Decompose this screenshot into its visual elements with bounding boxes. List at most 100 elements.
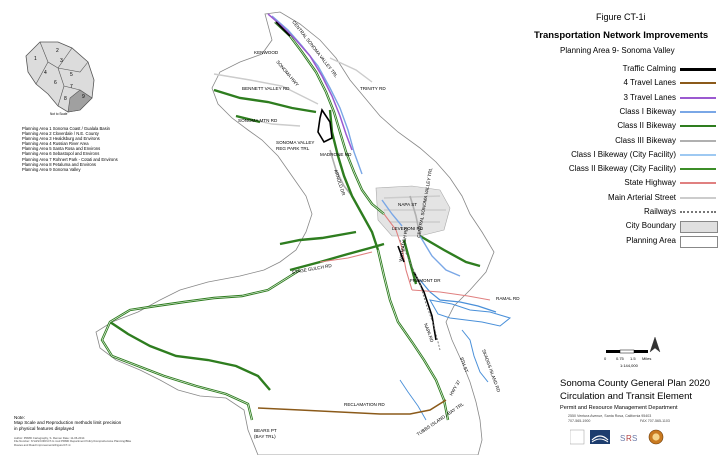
label-sonoma-valley-park-1: SONOMA VALLEY: [276, 140, 314, 145]
legend-row: Railways: [560, 207, 720, 219]
inset-not-to-scale: Not to Scale: [50, 112, 68, 116]
planning-area-item: Planning Area 4 Russian River Area: [22, 141, 89, 147]
inset-locator-map: 1 2 3 4 5 6 7 8 9 Not to Scale: [25, 41, 95, 116]
label-watmaugh: WATMAUGH RD: [398, 226, 409, 262]
scale-tick-0: 0: [604, 356, 607, 361]
planning-area-item: Planning Area 2 Cloverdale / N.E. County: [22, 131, 99, 137]
author-line-1: Author: PRMD Cartography, S. Renner Date…: [14, 436, 85, 440]
legend-row: Main Arterial Street: [560, 193, 720, 205]
city-boundary-sonoma: [375, 185, 451, 237]
legend-box-swatch: [680, 221, 718, 234]
label-sonoma-valley-park-2: REG PARK TRL: [276, 146, 310, 151]
legend-row: Traffic Calming: [560, 64, 720, 76]
legend-row: State Highway: [560, 178, 720, 190]
legend-row: Class III Bikeway: [560, 136, 720, 148]
legend-line-swatch: [680, 68, 716, 71]
legend-row: City Boundary: [560, 221, 720, 234]
general-plan-subtitle: Circulation and Transit Element: [560, 391, 693, 402]
legend-label: Class II Bikeway: [617, 121, 676, 131]
legend-line-swatch: [680, 139, 716, 142]
planning-area-item: Planning Area 7 Rohnert Park - Cotati an…: [22, 156, 118, 162]
legend-row: Planning Area: [560, 235, 720, 248]
svg-text:S: S: [620, 434, 625, 443]
legend-line-swatch: [680, 196, 716, 199]
label-sonoma-mtn: SONOMA MTN RD: [238, 118, 278, 123]
label-napa-rd: NAPA RD: [423, 323, 435, 344]
legend-label: 4 Travel Lanes: [623, 78, 676, 88]
planning-area-item: Planning Area 6 Sebastopol and Environs: [22, 151, 100, 157]
label-bears-pt-2: (BAY TRL): [254, 434, 276, 439]
planning-area-item: Planning Area 9 Sonoma Valley: [22, 166, 81, 172]
legend-label: Class I Bikeway: [619, 106, 676, 116]
general-plan-title: Sonoma County General Plan 2020: [560, 378, 710, 389]
map-note: Note: Map Scale and Reproduction methods…: [14, 415, 124, 431]
legend-box-swatch: [680, 235, 718, 248]
legend-label: Planning Area: [626, 235, 676, 245]
legend-line-swatch: [680, 168, 716, 171]
map-subtitle: Planning Area 9- Sonoma Valley: [560, 46, 675, 55]
label-trinity: TRINITY RD: [360, 86, 386, 91]
legend-label: 3 Travel Lanes: [623, 92, 676, 102]
label-madrone: MADRONE RD: [320, 152, 352, 157]
label-skaggs: SKAGGS ISLAND RD: [481, 349, 501, 394]
class2-bikeways-inner: [101, 21, 449, 421]
department-phone: 707-565-1900: [568, 419, 591, 423]
legend-line-swatch: [680, 96, 716, 99]
legend-label: State Highway: [624, 178, 676, 188]
legend-label: Main Arterial Street: [607, 192, 676, 202]
department-fax: FAX 707-565-1103: [640, 419, 670, 423]
scale-tick-2: 1.5: [630, 356, 636, 361]
legend-label: Class III Bikeway: [615, 135, 676, 145]
planning-area-item: Planning Area 5 Santa Rosa and Environs: [22, 146, 101, 152]
legend-row: Class II Bikeway: [560, 121, 720, 133]
planning-area-item: Planning Area 8 Petaluma and Environs: [22, 161, 97, 167]
legend-label: Class II Bikeway (City Facility): [568, 164, 676, 174]
label-bears-pt-1: BEARS PT: [254, 428, 277, 433]
inset-area-2: 2: [56, 48, 59, 54]
label-reclamation: RECLAMATION RD: [344, 402, 385, 407]
legend-label: City Boundary: [625, 221, 676, 231]
department-name: Permit and Resource Management Departmen…: [560, 405, 678, 411]
svg-text:R: R: [626, 434, 632, 443]
inset-area-7: 7: [70, 84, 73, 90]
state-highways: [319, 213, 491, 301]
three-lane-segment: [267, 13, 353, 151]
scale-ratio: 1:144,000: [620, 363, 639, 368]
scale-bar: 0 0.75 1.5 Miles 1:144,000: [604, 349, 651, 368]
legend-label: Class I Bikeway (City Facility): [571, 149, 676, 159]
author-info: Author: PRMD Cartography, S. Renner Date…: [14, 436, 134, 447]
inset-area-5: 5: [70, 72, 73, 78]
svg-text:S: S: [632, 434, 637, 443]
county-logo-icon: S R S: [570, 429, 664, 445]
map-title: Transportation Network Improvements: [534, 30, 709, 41]
legend-line-swatch: [680, 182, 716, 185]
napa-slough: [461, 329, 489, 383]
label-leveroni: LEVERONI RD: [392, 226, 424, 231]
legend-row: 4 Travel Lanes: [560, 78, 720, 90]
note-text: Map Scale and Reproduction methods limit…: [14, 420, 122, 431]
inset-area-4: 4: [44, 70, 47, 76]
label-napa-st: NAPA ST: [398, 202, 417, 207]
figure-number: Figure CT-1i: [596, 12, 646, 22]
class1-bikeways: [271, 15, 461, 277]
legend-label: Traffic Calming: [622, 64, 676, 73]
planning-area-list: Planning Area 1 Sonoma Coast / Gualala B…: [22, 126, 118, 172]
legend-rail-swatch: [680, 211, 716, 213]
label-ramal: RAMAL RD: [496, 296, 520, 301]
inset-area-3: 3: [60, 58, 63, 64]
planning-area-boundary: [95, 11, 495, 455]
scale-unit: Miles: [642, 356, 651, 361]
legend-row: Class II Bikeway (City Facility): [560, 164, 720, 176]
inset-area-9: 9: [82, 94, 85, 100]
class3-bikeways: [329, 149, 421, 237]
scale-tick-1: 0.75: [616, 356, 625, 361]
four-lane-segments: [257, 399, 447, 415]
bay-water: [429, 299, 512, 327]
label-bennett-valley: BENNETT VALLEY RD: [242, 86, 290, 91]
legend-row: Class I Bikeway (City Facility): [560, 150, 720, 162]
sonoma-creek: [419, 279, 497, 313]
author-line-2: File Number: N:\GIS\CIRC\CT-1i.mxd PRMD …: [14, 439, 132, 447]
department-address: 2550 Ventura Avenue, Santa Rosa, Califor…: [568, 414, 652, 418]
